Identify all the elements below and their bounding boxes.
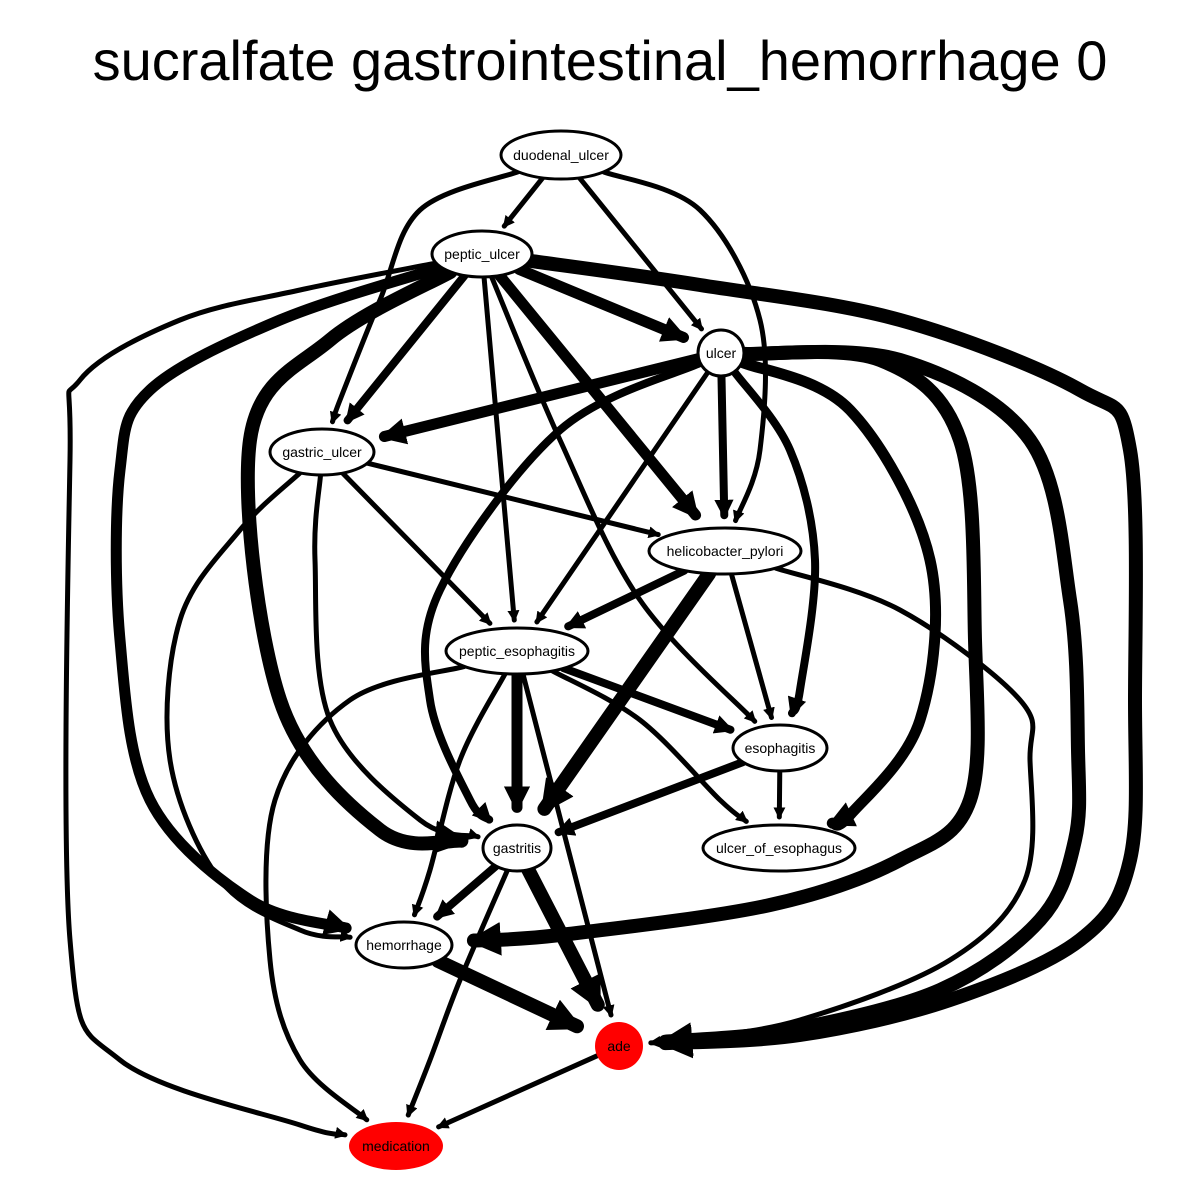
node-ade: ade bbox=[595, 1022, 643, 1070]
node-helicobacter_pylori: helicobacter_pylori bbox=[647, 526, 803, 576]
node-gastric_ulcer: gastric_ulcer bbox=[268, 427, 376, 477]
node-shape-esophagitis bbox=[731, 723, 829, 773]
edge-ulcer-to-helicobacter_pylori bbox=[714, 371, 734, 520]
edge-duodenal_ulcer-to-helicobacter_pylori bbox=[601, 169, 768, 524]
edge-layer bbox=[63, 169, 1143, 1139]
node-peptic_ulcer: peptic_ulcer bbox=[430, 229, 534, 279]
node-shape-peptic_esophagitis bbox=[444, 626, 590, 676]
node-shape-peptic_ulcer bbox=[430, 229, 534, 279]
edge-ulcer-to-gastritis bbox=[420, 358, 705, 824]
node-label-medication: medication bbox=[362, 1138, 430, 1154]
edge-duodenal_ulcer-to-gastric_ulcer bbox=[329, 169, 521, 425]
edge-peptic_ulcer-to-ulcer bbox=[513, 263, 689, 343]
node-label-duodenal_ulcer: duodenal_ulcer bbox=[513, 147, 609, 163]
edge-gastritis-to-medication bbox=[405, 867, 510, 1118]
node-medication: medication bbox=[349, 1122, 443, 1170]
edge-ulcer-to-esophagitis bbox=[730, 367, 820, 718]
node-shape-ade bbox=[595, 1022, 643, 1070]
edge-helicobacter_pylori-to-esophagitis bbox=[728, 571, 775, 721]
edge-gastritis-to-hemorrhage bbox=[433, 862, 500, 921]
node-label-ulcer: ulcer bbox=[706, 345, 737, 361]
node-label-peptic_ulcer: peptic_ulcer bbox=[444, 246, 520, 262]
edge-peptic_ulcer-to-gastric_ulcer bbox=[343, 271, 469, 425]
node-hemorrhage: hemorrhage bbox=[354, 920, 454, 970]
node-shape-medication bbox=[349, 1122, 443, 1170]
edge-peptic_ulcer-to-ade bbox=[522, 253, 1143, 1059]
node-shape-gastric_ulcer bbox=[268, 427, 376, 477]
node-shape-ulcer bbox=[696, 328, 746, 378]
node-shape-duodenal_ulcer bbox=[499, 129, 623, 181]
node-duodenal_ulcer: duodenal_ulcer bbox=[499, 129, 623, 181]
edge-ulcer-to-hemorrhage bbox=[466, 344, 985, 956]
edge-hemorrhage-to-ade bbox=[431, 954, 585, 1034]
edge-ulcer-to-gastric_ulcer bbox=[378, 353, 705, 445]
graph-title: sucralfate gastrointestinal_hemorrhage 0 bbox=[92, 29, 1108, 92]
edge-gastritis-to-ade bbox=[521, 862, 605, 1012]
edge-helicobacter_pylori-to-ade bbox=[648, 565, 1036, 1048]
node-shape-ulcer_of_esophagus bbox=[701, 823, 857, 873]
edge-peptic_esophagitis-to-medication bbox=[263, 663, 467, 1123]
node-label-esophagitis: esophagitis bbox=[745, 740, 816, 756]
edge-peptic_esophagitis-to-hemorrhage bbox=[411, 671, 508, 918]
edge-peptic_ulcer-to-helicobacter_pylori bbox=[494, 270, 702, 521]
node-label-hemorrhage: hemorrhage bbox=[366, 937, 442, 953]
node-esophagitis: esophagitis bbox=[731, 723, 829, 773]
edge-ade-to-medication bbox=[436, 1053, 600, 1130]
edge-gastric_ulcer-to-hemorrhage bbox=[164, 470, 353, 942]
edge-peptic_ulcer-to-gastritis bbox=[240, 264, 469, 854]
edge-peptic_esophagitis-to-esophagitis bbox=[559, 664, 735, 734]
edge-esophagitis-to-gastritis bbox=[554, 758, 747, 837]
node-label-peptic_esophagitis: peptic_esophagitis bbox=[459, 643, 575, 659]
edge-ulcer-to-ade bbox=[658, 344, 1087, 1056]
node-gastritis: gastritis bbox=[481, 823, 553, 873]
edge-gastric_ulcer-to-gastritis bbox=[312, 472, 481, 840]
node-shape-gastritis bbox=[481, 823, 553, 873]
edge-peptic_ulcer-to-medication bbox=[63, 260, 439, 1139]
node-label-helicobacter_pylori: helicobacter_pylori bbox=[667, 543, 784, 559]
edge-helicobacter_pylori-to-peptic_esophagitis bbox=[564, 566, 689, 631]
node-label-ade: ade bbox=[607, 1038, 631, 1054]
node-label-gastritis: gastritis bbox=[493, 840, 541, 856]
edge-peptic_esophagitis-to-ade bbox=[520, 671, 615, 1018]
node-shape-helicobacter_pylori bbox=[647, 526, 803, 576]
node-ulcer: ulcer bbox=[696, 328, 746, 378]
edge-peptic_ulcer-to-hemorrhage bbox=[110, 261, 447, 935]
node-shape-hemorrhage bbox=[354, 920, 454, 970]
edge-ulcer-to-ulcer_of_esophagus bbox=[736, 356, 942, 831]
node-label-ulcer_of_esophagus: ulcer_of_esophagus bbox=[716, 840, 842, 856]
edge-gastric_ulcer-to-helicobacter_pylori bbox=[364, 460, 661, 539]
node-peptic_esophagitis: peptic_esophagitis bbox=[444, 626, 590, 676]
node-label-gastric_ulcer: gastric_ulcer bbox=[282, 444, 362, 460]
edge-gastric_ulcer-to-peptic_esophagitis bbox=[340, 470, 493, 626]
edge-ulcer-to-peptic_esophagitis bbox=[534, 369, 711, 625]
edge-peptic_ulcer-to-peptic_esophagitis bbox=[481, 274, 520, 623]
edge-duodenal_ulcer-to-ulcer bbox=[576, 175, 705, 332]
edge-duodenal_ulcer-to-peptic_ulcer bbox=[501, 175, 546, 229]
edge-peptic_esophagitis-to-ulcer_of_esophagus bbox=[550, 668, 749, 824]
node-ulcer_of_esophagus: ulcer_of_esophagus bbox=[701, 823, 857, 873]
